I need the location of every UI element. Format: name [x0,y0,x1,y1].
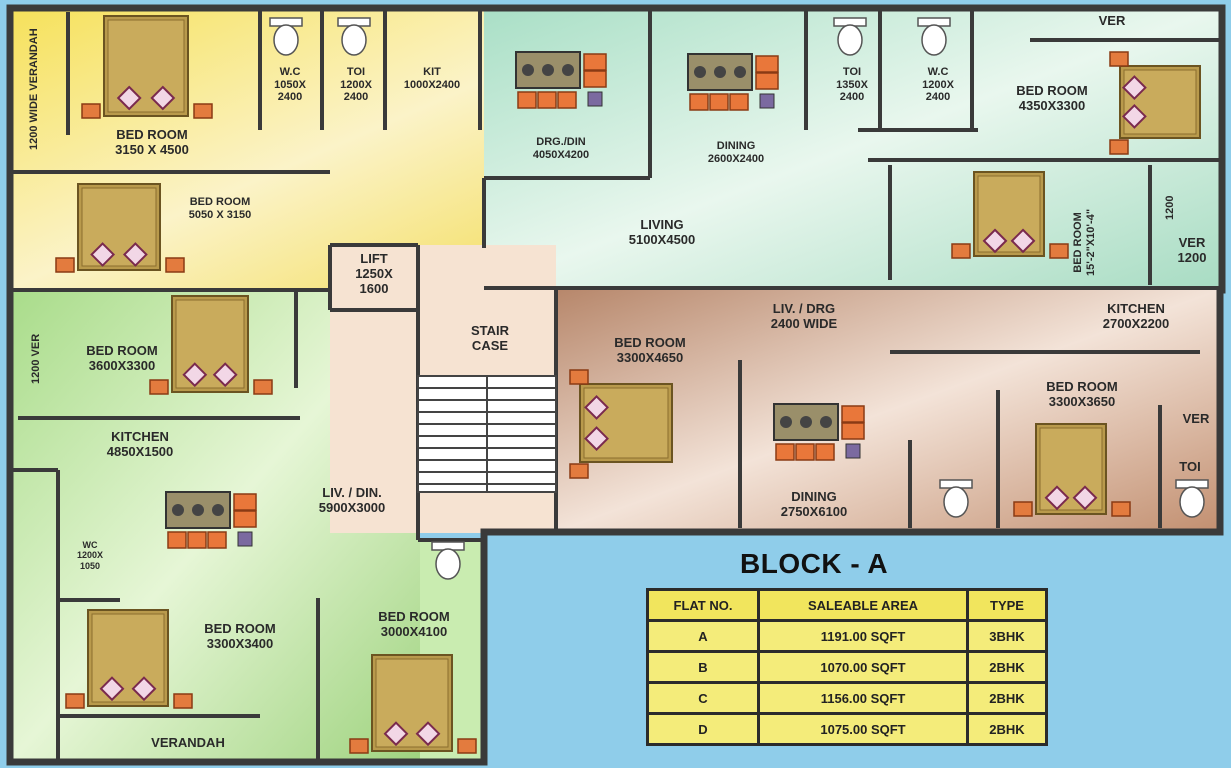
bed-icon [149,295,273,395]
flat-no-cell: A [646,619,760,653]
type-cell: 2BHK [966,712,1048,746]
dining-set-icon [687,53,779,111]
dining-set-icon [165,491,257,549]
label-toi-right: TOI [1179,459,1201,474]
type-cell: 3BHK [966,619,1048,653]
flat-no-cell: C [646,681,760,715]
toilet-icon [939,479,973,518]
bed-icon [65,609,193,709]
walls [6,4,1226,766]
type-cell: 2BHK [966,681,1048,715]
label-dim-1200: 1200 [1164,195,1176,220]
bed-icon [569,369,673,479]
dining-sets [165,51,865,549]
toilet-icon [917,17,951,56]
label-liv-din-5900: LIV. / DIN.5900X3000 [318,485,386,515]
area-cell: 1070.00 SQFT [757,650,969,684]
area-cell: 1075.00 SQFT [757,712,969,746]
table-row: A 1191.00 SQFT 3BHK [646,619,1048,653]
table-row: B 1070.00 SQFT 2BHK [646,650,1048,684]
col-saleable-area: SALEABLE AREA [757,588,969,622]
area-table: FLAT NO. SALEABLE AREA TYPE A 1191.00 SQ… [646,588,1048,746]
toilet-icon [833,17,867,56]
label-verandah-bottom: VERANDAH [151,735,225,750]
toilet-icon [1175,479,1209,518]
inner-walls [8,8,1222,762]
col-type: TYPE [966,588,1048,622]
col-flat-no: FLAT NO. [646,588,760,622]
toilet-icon [269,17,303,56]
bed-icon [951,171,1069,259]
dining-set-icon [773,403,865,461]
label-ver-top: VER [1098,13,1126,28]
toilet-icon [337,17,371,56]
flat-no-cell: B [646,650,760,684]
table-row: C 1156.00 SQFT 2BHK [646,681,1048,715]
bed-icon [1013,423,1131,517]
bed-icon [349,654,477,754]
staircase [417,375,557,493]
dining-set-icon [515,51,607,109]
label-ver-right: VER [1182,411,1210,426]
area-cell: 1191.00 SQFT [757,619,969,653]
bed-icon [81,15,213,119]
bed-icon [1109,51,1201,155]
bed-icon [55,183,185,273]
type-cell: 2BHK [966,650,1048,684]
block-title: BLOCK - A [740,548,889,579]
area-table-header: FLAT NO. SALEABLE AREA TYPE [646,588,1048,622]
beds [55,15,1201,754]
area-cell: 1156.00 SQFT [757,681,969,715]
label-verandah-1200: 1200 WIDE VERANDAH [28,28,40,150]
toilets [269,17,1209,580]
flat-no-cell: D [646,712,760,746]
toilet-icon [431,541,465,580]
label-ver-side: 1200 VER [30,333,42,384]
table-row: D 1075.00 SQFT 2BHK [646,712,1048,746]
